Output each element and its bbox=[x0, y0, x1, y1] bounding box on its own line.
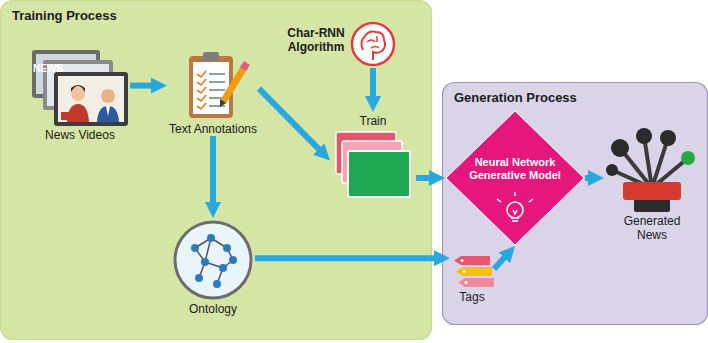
icon-part bbox=[101, 89, 115, 103]
icon-node: Generated News bbox=[604, 122, 700, 242]
icon-part bbox=[58, 76, 124, 122]
icon-node: Text Annotations bbox=[167, 50, 259, 136]
node-label: Tags bbox=[459, 290, 484, 304]
icon-part bbox=[634, 198, 670, 212]
icon-part bbox=[203, 52, 219, 61]
banner-text: NEWS bbox=[19, 60, 77, 78]
icon-part bbox=[681, 151, 695, 165]
icon-part bbox=[175, 222, 251, 298]
icon-part bbox=[623, 182, 681, 200]
icon-part bbox=[209, 73, 225, 75]
icon-part bbox=[195, 274, 203, 282]
icon-part bbox=[209, 105, 225, 107]
node-label: News Videos bbox=[45, 128, 115, 142]
flow-arrow bbox=[130, 83, 153, 89]
icon-part bbox=[54, 72, 128, 126]
icon-part bbox=[191, 244, 199, 252]
icon-part bbox=[106, 106, 110, 116]
clip-icon bbox=[167, 50, 259, 122]
icon-part bbox=[456, 267, 492, 276]
icon-node: Train bbox=[330, 112, 416, 200]
icon-part bbox=[361, 32, 385, 61]
icon-part bbox=[497, 192, 533, 202]
icon-part bbox=[71, 85, 85, 92]
icon-part bbox=[197, 79, 206, 85]
icon-part bbox=[348, 151, 410, 197]
panel-ground bbox=[1, 1, 432, 340]
icon-part bbox=[465, 281, 468, 284]
icon-part bbox=[97, 106, 119, 122]
icon-part bbox=[71, 87, 85, 101]
icon-part bbox=[446, 111, 584, 245]
onto-icon bbox=[171, 218, 255, 302]
icon-part bbox=[461, 259, 464, 262]
icon-part bbox=[223, 66, 245, 102]
icon-node: News Videos bbox=[30, 48, 130, 142]
node-label: Neural Network Generative Model bbox=[469, 156, 561, 182]
icon-part bbox=[352, 23, 394, 65]
icon-part bbox=[458, 278, 494, 287]
panel-title: Generation Process bbox=[442, 82, 708, 114]
icon-part bbox=[367, 36, 379, 48]
panel-ground bbox=[443, 83, 708, 325]
icon-part bbox=[507, 202, 523, 218]
mics-icon bbox=[604, 122, 700, 214]
icon-part bbox=[606, 164, 618, 176]
icon-node: Tags bbox=[450, 254, 494, 304]
icon-part bbox=[223, 244, 231, 252]
flow-arrow bbox=[255, 255, 436, 261]
icon-part bbox=[209, 81, 225, 83]
icon-part bbox=[197, 103, 206, 109]
icon-part bbox=[229, 256, 237, 264]
icon-part bbox=[636, 128, 652, 144]
flow-arrow bbox=[370, 68, 376, 98]
icon-part bbox=[61, 112, 77, 120]
node-label: Text Annotations bbox=[169, 122, 257, 136]
flow-arrow bbox=[416, 175, 431, 181]
icon-part bbox=[197, 95, 206, 101]
videos-icon bbox=[30, 48, 130, 128]
icon-part bbox=[454, 256, 490, 265]
flow-arrow bbox=[259, 89, 320, 151]
icon-part bbox=[463, 270, 466, 273]
icon-part bbox=[611, 139, 629, 157]
node-label: Generated News bbox=[616, 214, 688, 242]
process-panel: Generation ProcessNeural Network Generat… bbox=[442, 82, 708, 325]
icon-part bbox=[243, 63, 247, 69]
flow-arrow bbox=[210, 136, 216, 204]
icon-node: Char-RNN Algorithm bbox=[285, 20, 397, 68]
icon-part bbox=[511, 210, 519, 221]
icon-part bbox=[219, 264, 227, 272]
node-label: Ontology bbox=[189, 302, 237, 316]
flow-arrow bbox=[494, 256, 506, 269]
cards-icon bbox=[330, 128, 416, 200]
icon-part bbox=[660, 130, 676, 146]
icon-part bbox=[213, 280, 221, 288]
icon-part bbox=[201, 258, 209, 266]
node-label: Char-RNN Algorithm bbox=[285, 26, 347, 54]
icon-node: Ontology bbox=[171, 218, 255, 316]
process-panel: Training ProcessNews VideosText Annotati… bbox=[0, 0, 432, 340]
node-label: Train bbox=[360, 114, 387, 128]
icon-part bbox=[193, 62, 229, 114]
brain-icon bbox=[349, 20, 397, 68]
icon-part bbox=[197, 71, 206, 77]
icon-part bbox=[189, 56, 233, 118]
tags-icon bbox=[450, 254, 494, 290]
model-diamond: Neural Network Generative Model bbox=[445, 110, 585, 246]
icon-part bbox=[207, 234, 215, 242]
icon-part bbox=[220, 99, 226, 107]
icon-part bbox=[197, 87, 206, 93]
flow-arrow bbox=[585, 175, 590, 181]
icon-part bbox=[209, 89, 225, 91]
